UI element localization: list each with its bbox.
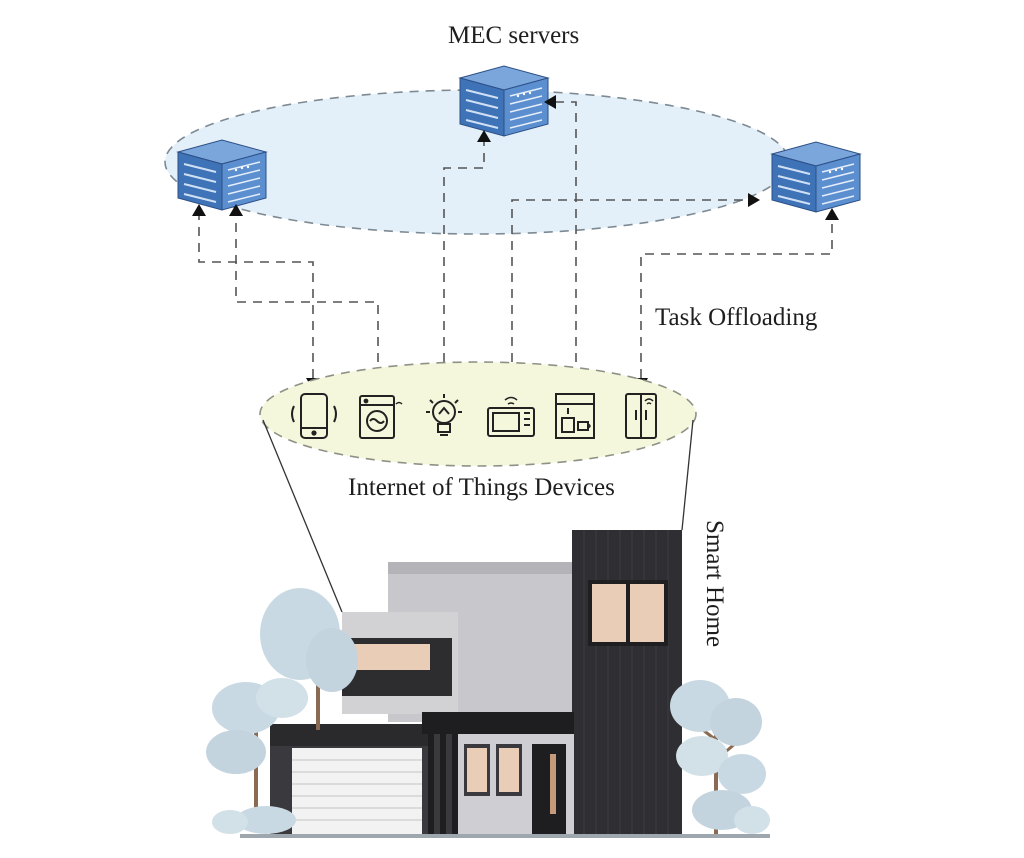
task-offloading-label: Task Offloading <box>655 304 818 331</box>
coffee-maker-icon <box>555 393 595 439</box>
smart-home-label: Smart Home <box>701 520 728 648</box>
iot-zone <box>259 361 697 467</box>
trees <box>206 588 770 834</box>
zoom-line-right <box>681 419 694 531</box>
offloading-paths <box>198 101 833 378</box>
server-rack-icon <box>771 141 861 213</box>
microwave-icon <box>487 396 535 437</box>
iot-devices-label: Internet of Things Devices <box>348 474 615 501</box>
server-rack-icon <box>459 65 549 137</box>
server-rack-icon <box>177 139 267 211</box>
light-bulb-icon <box>426 394 462 436</box>
refrigerator-icon <box>625 393 657 439</box>
smart-home-illustration <box>240 530 770 838</box>
zoom-line-left <box>262 419 343 613</box>
washing-machine-icon <box>359 395 403 439</box>
smartphone-icon <box>291 393 337 439</box>
mec-servers-label: MEC servers <box>448 22 580 49</box>
